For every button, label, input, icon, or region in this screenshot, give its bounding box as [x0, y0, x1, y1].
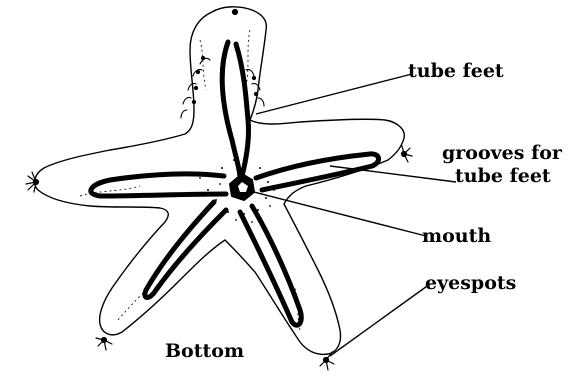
leader-tube-feet	[256, 74, 412, 114]
starfish-body-outline	[35, 7, 405, 355]
label-grooves-line1: grooves for	[442, 142, 562, 164]
label-grooves-line2: tube feet	[455, 165, 551, 187]
eyespot-top	[233, 10, 238, 15]
eyespot-right	[402, 146, 413, 162]
label-view-bottom: Bottom	[165, 340, 244, 362]
leader-eyespots	[330, 284, 430, 356]
eyespot-lower-left	[96, 338, 112, 351]
label-tube-feet: tube feet	[408, 60, 504, 82]
label-mouth: mouth	[422, 225, 491, 247]
label-eyespots: eyespots	[425, 272, 516, 294]
